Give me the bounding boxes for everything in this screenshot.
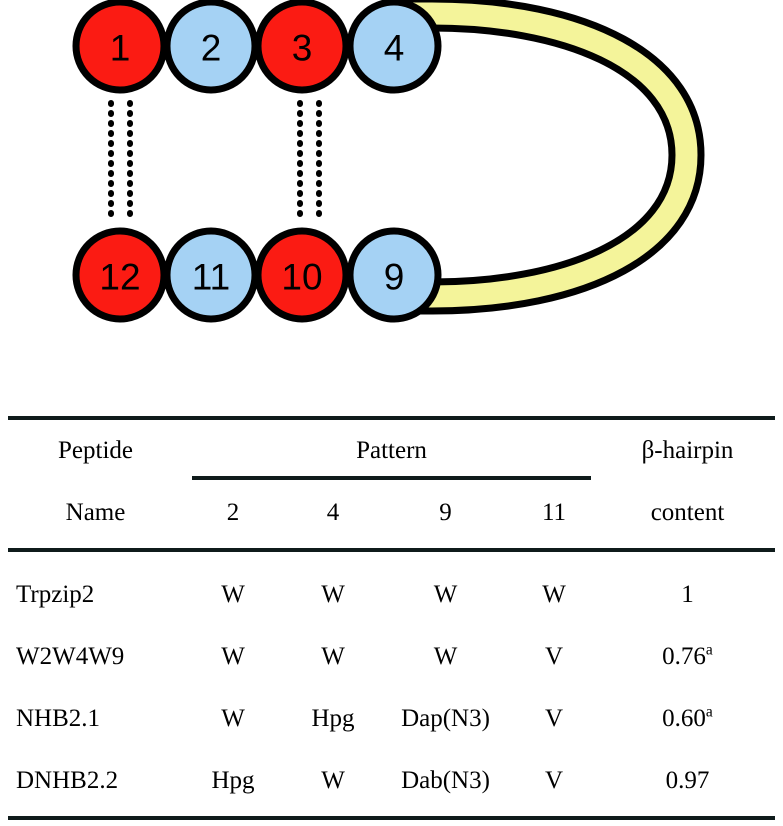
cell-position-11: V [544,643,564,670]
table-row: NHB2.1 W Hpg Dap(N3) V 0.60a [8,688,775,750]
cell-position-9: Dab(N3) [401,767,490,794]
beta-hairpin-figure: 1 2 3 4 12 11 10 9 [0,0,783,400]
hydrogen-bonds-group [108,100,322,221]
content-value: 0.97 [665,767,710,794]
residue-label-10: 10 [281,257,322,298]
pattern-span-rule [192,476,591,480]
table-row: DNHB2.2 Hpg W Dab(N3) V 0.97 [8,750,775,812]
cell-position-2: W [221,705,245,732]
cell-position-2: Hpg [211,767,255,794]
residue-label-4: 4 [384,28,405,69]
table-header-rule [8,544,775,552]
cell-beta-hairpin-content: 0.60a [600,688,775,750]
header-position-4: 4 [326,499,340,526]
header-content: content [650,499,725,526]
cell-position-4: Hpg [311,705,355,732]
residue-label-9: 9 [384,257,405,298]
header-pattern-label: Pattern [356,437,427,464]
cell-beta-hairpin-content: 0.76a [600,626,775,688]
residue-label-2: 2 [201,28,222,69]
residue-label-11: 11 [192,257,230,298]
residue-circle-4 [346,0,442,94]
hairpin-diagram-svg: 1 2 3 4 12 11 10 9 [72,0,705,323]
table-bottom-rule [8,812,775,820]
cell-position-11: V [544,767,564,794]
bottom-strand-group: 12 11 10 9 [72,227,442,323]
cell-peptide-name: DNHB2.2 [16,767,119,794]
residue-circle-9 [346,227,442,323]
header-name: Name [65,499,126,526]
cell-position-11: V [544,705,564,732]
turn-loop-group [396,0,705,315]
peptide-table-element: Peptide Pattern β-hairpin Name 2 4 9 11 … [8,412,775,820]
cell-position-2: W [221,643,245,670]
header-position-2: 2 [226,499,240,526]
table-top-rule [8,412,775,420]
cell-beta-hairpin-content: 0.97 [600,750,775,812]
cell-peptide-name: Trpzip2 [16,581,95,608]
cell-position-2: W [221,581,245,608]
cell-position-4: W [321,581,345,608]
content-value: 0.60 [662,705,706,732]
cell-position-11: W [542,581,566,608]
cell-beta-hairpin-content: 1 [600,564,775,626]
cell-position-9: Dap(N3) [401,705,490,732]
content-value: 1 [681,581,694,608]
table-header-row-2: Name 2 4 9 11 content [8,482,775,544]
cell-peptide-name: NHB2.1 [16,705,101,732]
content-footnote-marker: a [705,703,713,721]
content-value: 0.76 [662,643,706,670]
cell-position-9: W [433,581,458,608]
cell-position-4: W [321,767,345,794]
residue-label-12: 12 [99,257,140,298]
table-spacer [8,550,775,564]
header-pattern-group: Pattern [183,418,600,482]
header-position-9: 9 [439,499,452,526]
cell-position-9: W [433,643,458,670]
header-peptide: Peptide [58,437,133,464]
table-row: Trpzip2 W W W W 1 [8,564,775,626]
residue-circle-10 [254,227,350,323]
cell-position-4: W [321,643,345,670]
residue-circle-3 [254,0,350,94]
header-beta-hairpin: β-hairpin [641,437,734,464]
top-strand-group: 1 2 3 4 [72,0,442,94]
residue-label-3: 3 [292,28,313,69]
header-position-11: 11 [541,499,567,526]
residue-label-1: 1 [110,28,131,69]
content-footnote-marker: a [705,641,713,659]
turn-loop-band [396,0,705,315]
peptide-data-table: Peptide Pattern β-hairpin Name 2 4 9 11 … [8,412,775,820]
table-row: W2W4W9 W W W V 0.76a [8,626,775,688]
cell-peptide-name: W2W4W9 [16,643,125,670]
table-header-row-1: Peptide Pattern β-hairpin [8,418,775,482]
